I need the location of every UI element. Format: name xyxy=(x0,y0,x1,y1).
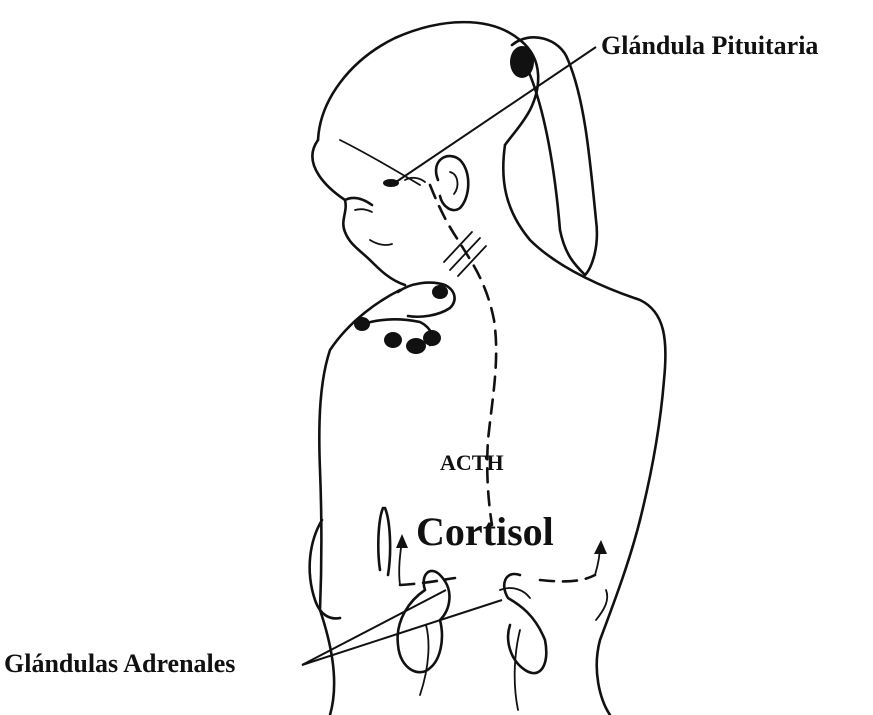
adrenal-leader-line-right xyxy=(302,600,502,665)
pituitary-label: Glándula Pituitaria xyxy=(601,31,818,60)
adrenal-leader-line-left xyxy=(302,590,446,665)
pituitary-leader-line xyxy=(396,47,596,182)
pituitary-gland-mark xyxy=(383,179,399,187)
acth-label: ACTH xyxy=(440,450,504,475)
cortisol-label: Cortisol xyxy=(416,509,554,554)
woman-figure-illustration xyxy=(310,22,666,715)
adrenals-label: Glándulas Adrenales xyxy=(4,649,235,678)
